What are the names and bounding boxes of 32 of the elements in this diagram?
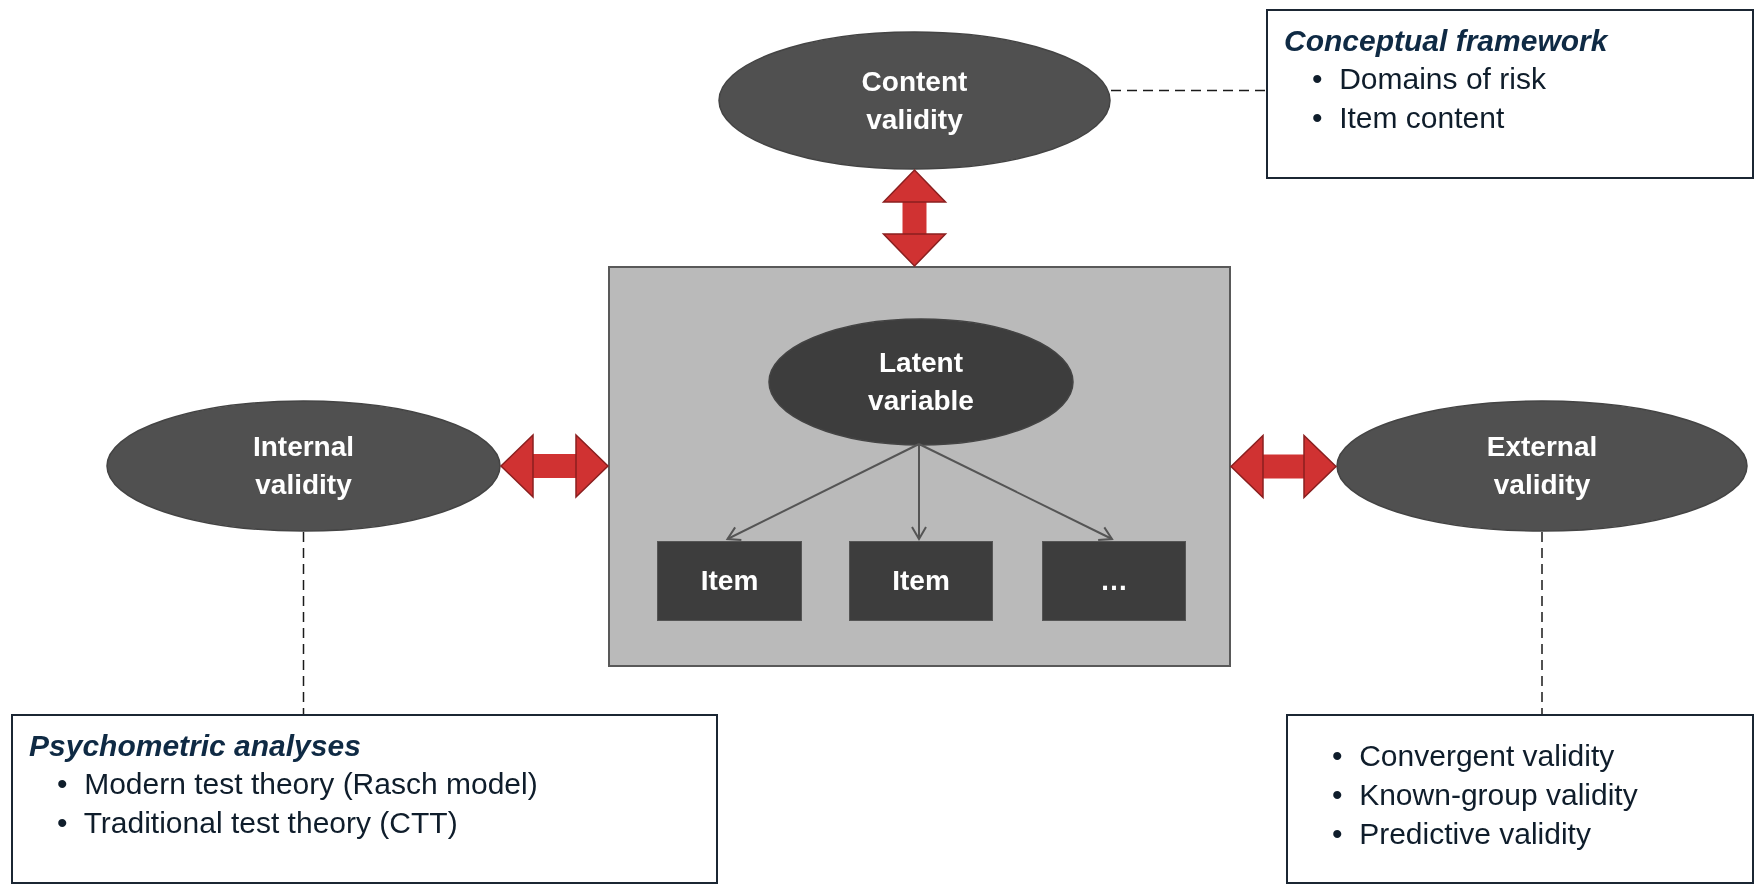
bullet-item: • Predictive validity bbox=[1332, 816, 1591, 852]
node-label: … bbox=[1100, 564, 1128, 598]
double-arrow bbox=[1230, 434, 1337, 499]
node-label: Content validity bbox=[860, 64, 969, 137]
node-label: External validity bbox=[1485, 430, 1599, 502]
text-box bbox=[11, 714, 718, 884]
model-panel bbox=[608, 266, 1231, 667]
text-box bbox=[1286, 714, 1754, 884]
box-heading: Psychometric analyses bbox=[29, 728, 361, 764]
bullet-item: • Convergent validity bbox=[1332, 738, 1615, 774]
node-label: Item bbox=[892, 564, 950, 598]
double-arrow bbox=[500, 434, 609, 498]
node-label: Latent variable bbox=[867, 346, 975, 418]
text-box bbox=[1266, 9, 1754, 179]
bullet-item: • Domains of risk bbox=[1312, 61, 1546, 97]
item-box bbox=[849, 541, 993, 621]
box-heading: Conceptual framework bbox=[1284, 23, 1608, 59]
node-label: Internal validity bbox=[251, 430, 356, 502]
dashed-connector bbox=[302, 531, 305, 715]
dashed-connector bbox=[1541, 531, 1543, 715]
bullet-item: • Item content bbox=[1312, 100, 1505, 136]
dashed-connector bbox=[1110, 89, 1267, 92]
arrow bbox=[911, 443, 927, 540]
double-arrow bbox=[882, 169, 947, 267]
arrow bbox=[726, 443, 920, 541]
arrow bbox=[918, 443, 1113, 541]
bullet-item: • Modern test theory (Rasch model) bbox=[57, 766, 538, 802]
item-box bbox=[657, 541, 802, 621]
item-box bbox=[1042, 541, 1186, 621]
bullet-item: • Known-group validity bbox=[1332, 777, 1638, 813]
bullet-item: • Traditional test theory (CTT) bbox=[57, 805, 458, 841]
node-label: Item bbox=[700, 564, 759, 598]
